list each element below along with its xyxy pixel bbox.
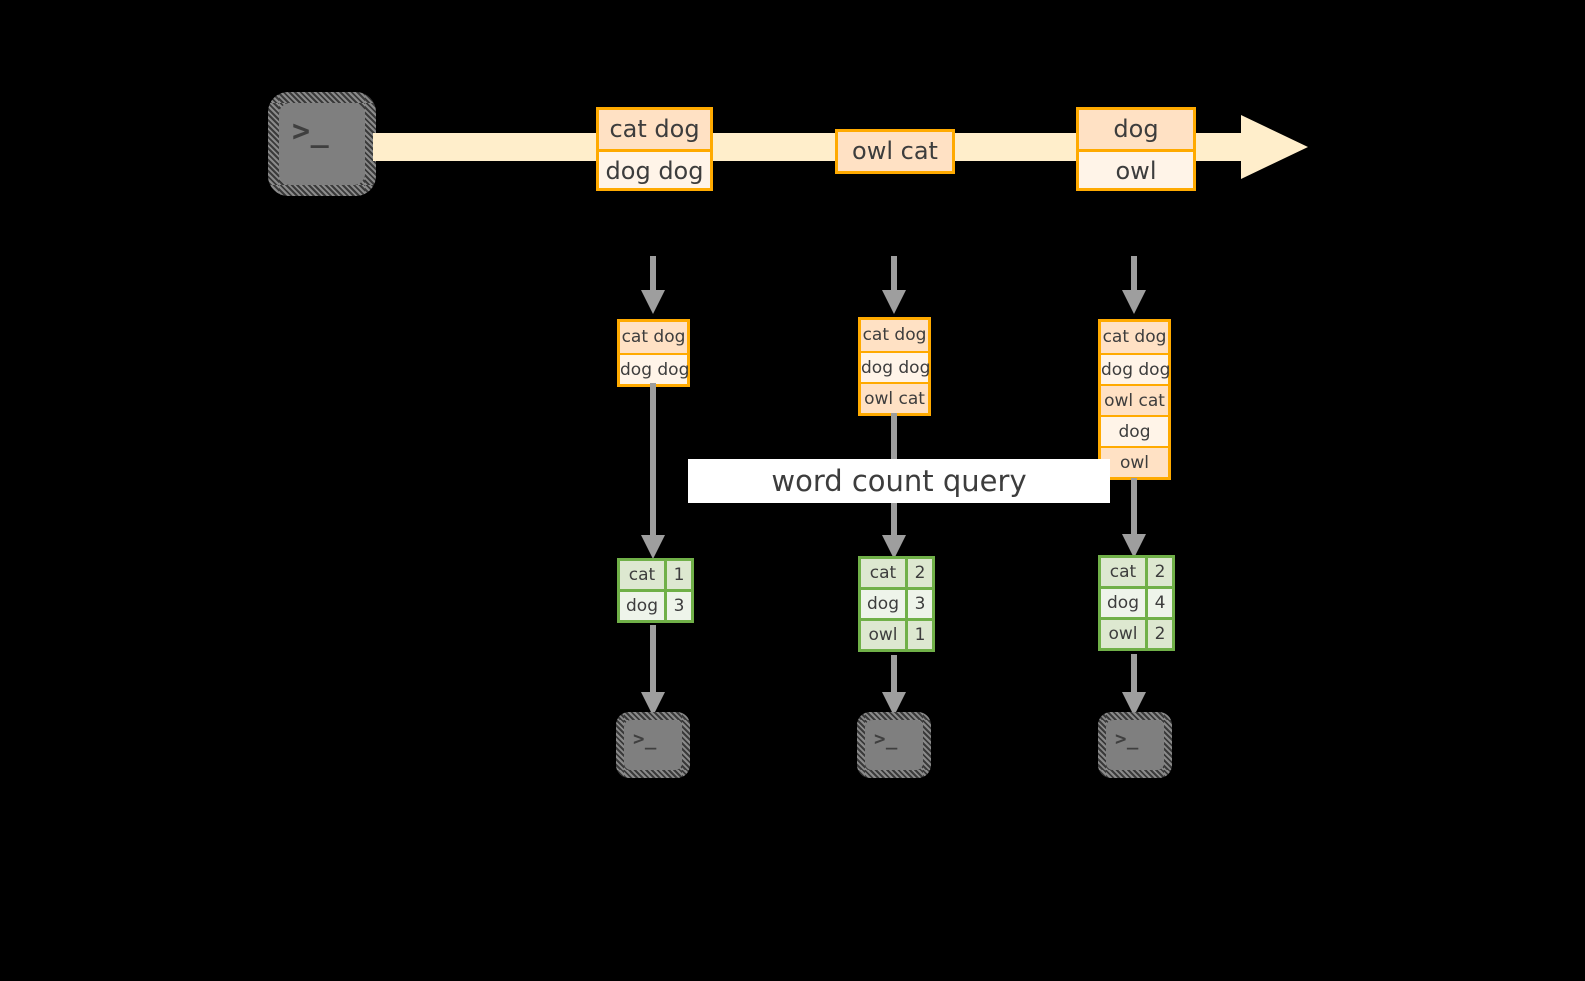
result-row: dog 3 bbox=[859, 587, 934, 620]
stream-event-box: cat dog dog dog bbox=[596, 107, 713, 191]
consumer-terminal-icon: >_ bbox=[857, 712, 931, 778]
result-count-cell: 2 bbox=[1145, 556, 1174, 588]
terminal-screen bbox=[624, 720, 682, 770]
result-word-cell: cat bbox=[618, 559, 666, 591]
result-word-cell: dog bbox=[618, 589, 666, 622]
result-row: owl 2 bbox=[1099, 617, 1174, 650]
producer-terminal-icon: >_ bbox=[268, 92, 376, 196]
result-word-cell: cat bbox=[1099, 556, 1147, 588]
result-output-arrow-icon bbox=[1122, 654, 1146, 716]
stream-state-table: cat dog dog dog owl cat dog owl bbox=[1098, 319, 1171, 480]
result-word-cell: cat bbox=[859, 557, 907, 589]
result-word-cell: owl bbox=[1099, 617, 1147, 650]
stream-state-row: dog bbox=[1101, 415, 1168, 446]
stream-event-row: owl cat bbox=[838, 132, 952, 171]
result-word-cell: dog bbox=[859, 587, 907, 620]
stream-state-row: cat dog bbox=[1101, 322, 1168, 353]
result-row: cat 2 bbox=[1099, 556, 1174, 588]
stream-state-row: owl bbox=[1101, 446, 1168, 477]
stream-event-row: cat dog bbox=[599, 110, 710, 149]
stream-state-row: dog dog bbox=[620, 353, 689, 384]
snapshot-tap-arrow-icon bbox=[1122, 256, 1146, 314]
stream-event-row: dog dog bbox=[599, 149, 710, 188]
result-count-cell: 2 bbox=[1145, 617, 1174, 650]
result-row: owl 1 bbox=[859, 618, 934, 651]
result-count-cell: 1 bbox=[664, 559, 693, 591]
result-output-arrow-icon bbox=[882, 655, 906, 716]
terminal-prompt-glyph: >_ bbox=[874, 728, 898, 750]
snapshot-tap-arrow-icon bbox=[882, 256, 906, 314]
terminal-screen bbox=[865, 720, 923, 770]
consumer-terminal-icon: >_ bbox=[1098, 712, 1172, 778]
query-flow-arrow-icon bbox=[1122, 478, 1146, 558]
stream-state-row: dog dog bbox=[861, 351, 930, 382]
stream-state-table: cat dog dog dog owl cat bbox=[858, 317, 931, 416]
result-count-cell: 3 bbox=[905, 587, 934, 620]
result-row: cat 1 bbox=[618, 559, 693, 591]
stream-state-row: owl cat bbox=[1101, 384, 1168, 415]
word-count-result-table: cat 2 dog 3 owl 1 bbox=[858, 556, 935, 652]
terminal-prompt-glyph: >_ bbox=[633, 728, 657, 750]
terminal-prompt-glyph: >_ bbox=[292, 114, 330, 149]
terminal-screen bbox=[279, 103, 365, 185]
result-count-cell: 1 bbox=[905, 618, 934, 651]
result-count-cell: 2 bbox=[905, 557, 934, 589]
terminal-prompt-glyph: >_ bbox=[1115, 728, 1139, 750]
word-count-result-table: cat 2 dog 4 owl 2 bbox=[1098, 555, 1175, 651]
stream-event-box: owl cat bbox=[835, 129, 955, 174]
result-count-cell: 4 bbox=[1145, 586, 1174, 619]
stream-state-row: cat dog bbox=[861, 320, 928, 351]
result-row: cat 2 bbox=[859, 557, 934, 589]
query-flow-arrow-icon bbox=[641, 383, 665, 559]
result-row: dog 4 bbox=[1099, 586, 1174, 619]
stream-event-box: dog owl bbox=[1076, 107, 1196, 191]
word-count-result-table: cat 1 dog 3 bbox=[617, 558, 694, 623]
stream-state-row: owl cat bbox=[861, 382, 928, 413]
terminal-screen bbox=[1106, 720, 1164, 770]
snapshot-tap-arrow-icon bbox=[641, 256, 665, 314]
result-word-cell: dog bbox=[1099, 586, 1147, 619]
result-row: dog 3 bbox=[618, 589, 693, 622]
stream-state-row: dog dog bbox=[1101, 353, 1170, 384]
result-count-cell: 3 bbox=[664, 589, 693, 622]
stream-event-row: owl bbox=[1079, 149, 1193, 188]
consumer-terminal-icon: >_ bbox=[616, 712, 690, 778]
result-output-arrow-icon bbox=[641, 625, 665, 716]
query-label: word count query bbox=[688, 459, 1110, 503]
result-word-cell: owl bbox=[859, 618, 907, 651]
stream-state-row: cat dog bbox=[620, 322, 687, 353]
stream-state-table: cat dog dog dog bbox=[617, 319, 690, 387]
stream-event-row: dog bbox=[1079, 110, 1193, 149]
